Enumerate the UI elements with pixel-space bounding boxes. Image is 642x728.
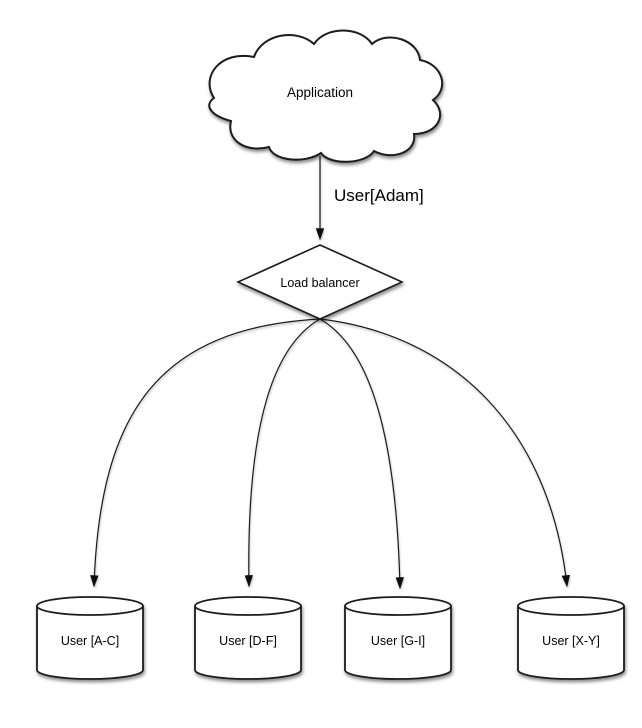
cylinder-top: [344, 596, 452, 616]
db-cylinder-x-y: User [X-Y]: [517, 596, 625, 680]
load-balancer-diamond-node: Load balancer: [236, 244, 404, 320]
cylinder-top: [517, 596, 625, 616]
cylinder-body: [36, 606, 144, 680]
edge-load-balancer-to-db-3: [319, 318, 404, 590]
cylinder-body: [194, 606, 302, 680]
edges-group: [90, 156, 570, 590]
cylinder-top: [194, 596, 302, 616]
application-cloud-node: Application: [208, 29, 444, 163]
cylinder-top: [36, 596, 144, 616]
edge-load-balancer-to-db-2: [244, 318, 321, 588]
diamond-shape: [236, 244, 404, 320]
db-label-d-f: User [D-F]: [219, 634, 277, 648]
edge-load-balancer-to-db-1: [90, 318, 321, 588]
db-cylinder-a-c: User [A-C]: [36, 596, 144, 680]
db-cylinder-g-i: User [G-I]: [344, 596, 452, 680]
db-label-x-y: User [X-Y]: [542, 634, 600, 648]
edge-user-adam-label: User[Adam]: [334, 186, 424, 205]
db-label-a-c: User [A-C]: [61, 634, 119, 648]
cylinder-body: [344, 606, 452, 680]
cylinder-body: [517, 606, 625, 680]
load-balancer-label: Load balancer: [280, 276, 359, 290]
application-label: Application: [287, 85, 353, 100]
db-label-g-i: User [G-I]: [371, 634, 425, 648]
db-cylinder-d-f: User [D-F]: [194, 596, 302, 680]
edge-load-balancer-to-db-4: [319, 318, 570, 588]
cloud-shape: [208, 29, 444, 163]
